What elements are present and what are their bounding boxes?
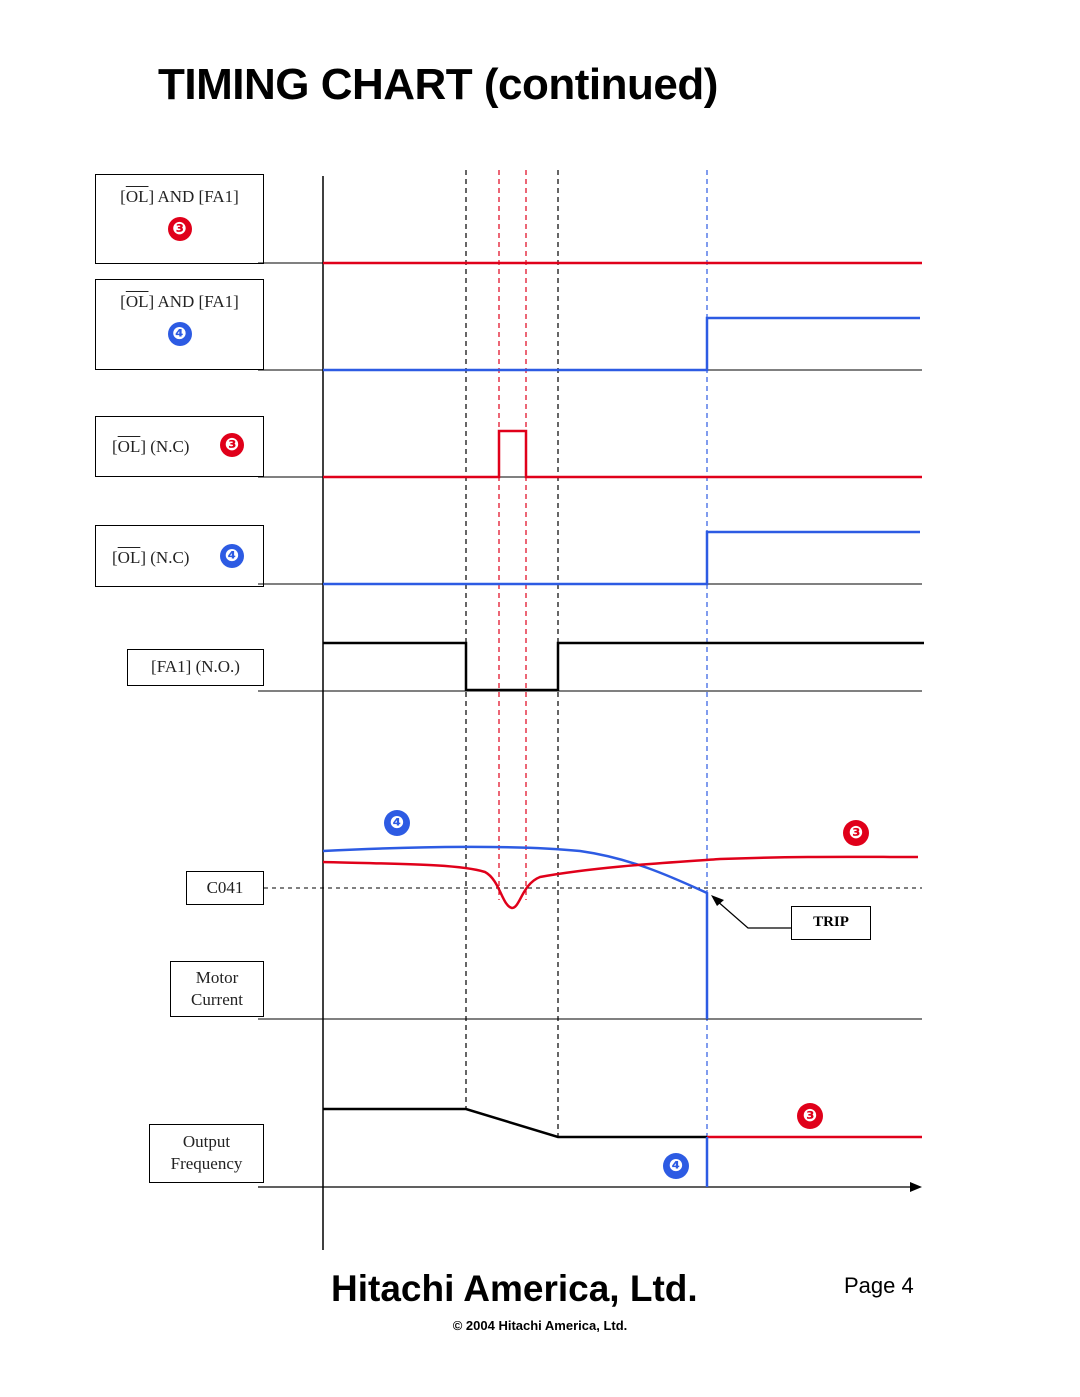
- label-ol-and-fa1-case3: [OL] AND [FA1] ❸: [95, 174, 264, 264]
- motor-current-case3-badge: ❸: [843, 820, 869, 846]
- copyright: © 2004 Hitachi America, Ltd.: [452, 1318, 628, 1333]
- ol-text: OL: [117, 437, 141, 456]
- label-rest: AND [FA1]: [154, 187, 239, 206]
- label-ol-nc-case3: [OL] (N.C) ❸: [95, 416, 264, 477]
- label-motor-current: Motor Current: [170, 961, 264, 1017]
- page-title: TIMING CHART (continued): [158, 60, 718, 109]
- trip-arrowhead: [711, 895, 724, 906]
- label-ol-nc-case4: [OL] (N.C) ❹: [95, 525, 264, 587]
- signal-ol-and-fa1-case4: [323, 316, 920, 372]
- time-axis-arrowhead: [910, 1182, 922, 1192]
- label-line: Current: [191, 990, 243, 1009]
- label-rest: (N.C): [146, 548, 190, 567]
- label-output-frequency: Output Frequency: [149, 1124, 264, 1183]
- label-fa1-no: [FA1] (N.O.): [127, 649, 264, 686]
- case-4-badge: ❹: [220, 544, 244, 568]
- motor-current-case3: [322, 855, 919, 910]
- label-line: Frequency: [170, 1154, 243, 1173]
- signal-fa1-no: [323, 641, 924, 692]
- signal-ol-nc-case4: [323, 530, 920, 586]
- trip-arrow-line: [715, 899, 791, 929]
- case-3-badge: ❸: [220, 433, 244, 457]
- case-3-badge: ❸: [167, 217, 192, 241]
- ol-text: OL: [117, 548, 141, 567]
- output-frequency-case3-badge: ❸: [797, 1103, 823, 1129]
- ol-text: OL: [125, 292, 149, 311]
- label-line: Motor: [195, 968, 239, 987]
- label-c041: C041: [186, 871, 264, 905]
- trip-label: TRIP: [791, 906, 871, 940]
- label-line: Output: [182, 1132, 231, 1151]
- output-frequency-case4-badge: ❹: [663, 1153, 689, 1179]
- case-4-badge: ❹: [167, 322, 192, 346]
- motor-current-case4: [322, 845, 709, 1019]
- label-rest: (N.C): [146, 437, 190, 456]
- label-rest: AND [FA1]: [154, 292, 239, 311]
- ol-text: OL: [125, 187, 149, 206]
- page-number: Page 4: [844, 1273, 914, 1298]
- footer-company: Hitachi America, Ltd.: [331, 1268, 698, 1309]
- signal-ol-nc-case3: [323, 429, 922, 479]
- label-ol-and-fa1-case4: [OL] AND [FA1] ❹: [95, 279, 264, 370]
- output-frequency-common: [323, 1107, 707, 1139]
- motor-current-case4-badge: ❹: [384, 810, 410, 836]
